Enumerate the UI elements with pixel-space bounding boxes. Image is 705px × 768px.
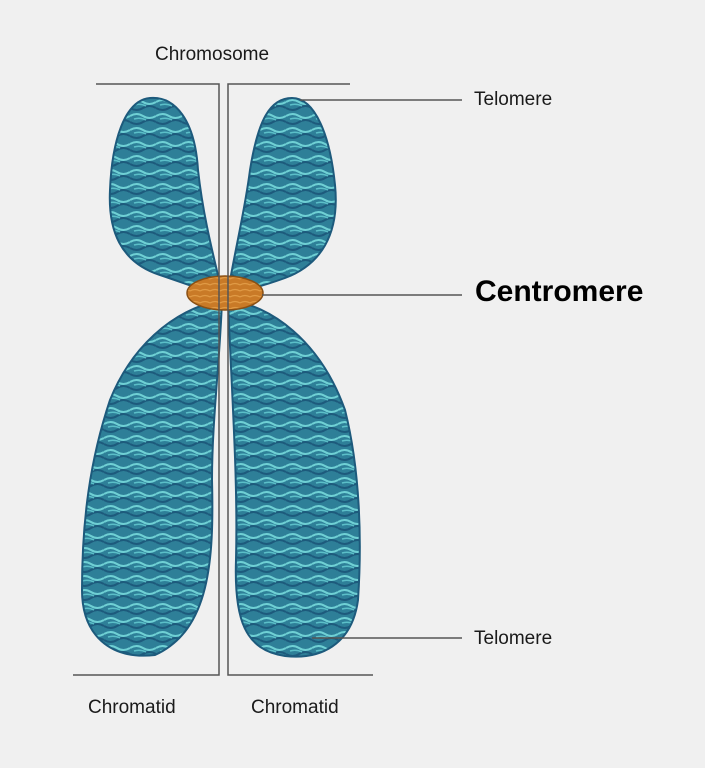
- chromatid-right-label: Chromatid: [251, 697, 339, 718]
- chromosome-label: Chromosome: [155, 44, 270, 65]
- lower-right-arm: [226, 298, 361, 658]
- upper-left-arm: [108, 96, 224, 294]
- telomere-bottom-label: Telomere: [474, 628, 553, 649]
- telomere-top-label: Telomere: [474, 89, 553, 110]
- lower-left-arm: [80, 298, 224, 657]
- centromere-shape: [186, 275, 264, 311]
- centromere-label: Centromere: [475, 275, 644, 308]
- upper-right-arm: [226, 96, 337, 294]
- chromatid-left-label: Chromatid: [88, 697, 176, 718]
- annotation-lines: [73, 83, 462, 676]
